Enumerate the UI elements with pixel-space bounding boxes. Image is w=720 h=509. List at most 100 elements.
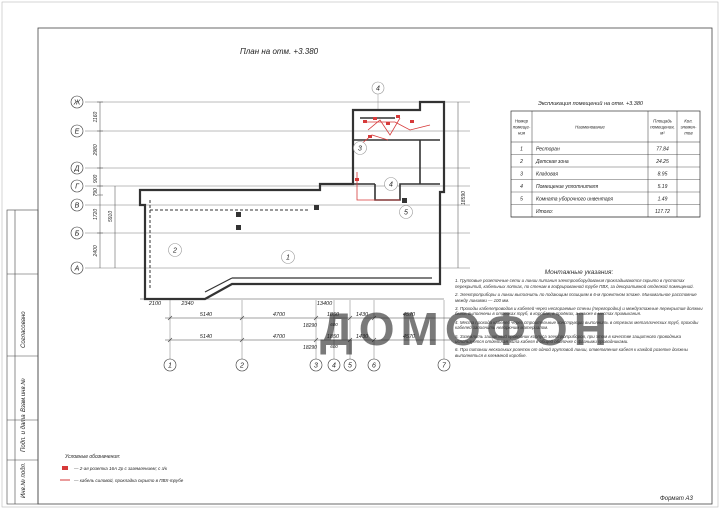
legend-symbols	[60, 466, 70, 481]
grid-col-label: 2	[239, 363, 244, 370]
notes-block: Монтажные указания: 1. Групповые розеточ…	[455, 269, 703, 358]
grid-col-bubble	[163, 358, 177, 372]
table-total-label: Итого:	[536, 209, 554, 215]
table-header: Наименование	[575, 125, 605, 130]
table-cell-area: 1.49	[658, 197, 668, 203]
note-item: 2. Электроприборы и линии выполнить по п…	[455, 292, 697, 303]
building-walls	[138, 100, 446, 301]
table-header: тов	[684, 131, 693, 136]
room-marker-label: 5	[404, 210, 408, 217]
dim-label: 4700	[273, 312, 286, 318]
grid-col-label: 5	[348, 363, 352, 370]
room-marker-bubble	[281, 250, 295, 264]
columns	[236, 198, 407, 230]
dim-label: 2340	[180, 301, 194, 307]
dim-label: 4700	[273, 334, 286, 340]
grid-col-label: 3	[314, 363, 318, 370]
socket-symbols	[355, 115, 414, 181]
table-header: помещения,	[650, 125, 674, 130]
stamp-label-1: Инв.№ подл.	[20, 462, 27, 498]
grid-col-label: 7	[442, 363, 447, 370]
room-marker-label: 2	[172, 248, 177, 255]
dim-label: 18590	[461, 191, 467, 205]
grid-col-label: 6	[372, 363, 376, 370]
dim-label: 5140	[200, 334, 213, 340]
dim-label: 900	[93, 174, 99, 183]
room-marker-bubble	[384, 177, 398, 191]
dim-label: 1850	[327, 334, 340, 340]
grid-row-label: Ж	[73, 100, 81, 107]
table-cell-num: 5	[520, 197, 523, 203]
grid-row-bubble	[70, 179, 84, 193]
dim-label: 1720	[93, 209, 99, 220]
left-stamp	[6, 209, 39, 505]
dim-label: 4570	[403, 334, 416, 340]
room-marker-label: 3	[358, 146, 362, 153]
grid-col-bubble	[437, 358, 451, 372]
grid-row-label: В	[75, 203, 80, 210]
table-cell-area: 8.95	[658, 172, 668, 178]
note-item: 5. Заземлить защитный проводник корпуса …	[455, 333, 682, 345]
table-cell-num: 1	[520, 147, 523, 153]
table-cell-name: Детская зона	[535, 159, 569, 165]
table-header: элемен-	[681, 125, 697, 130]
grid-row-bubble	[70, 124, 84, 138]
dim-small: 600	[330, 344, 338, 349]
table-cell-area: 24.25	[655, 159, 669, 165]
dim-label: 2980	[93, 144, 99, 156]
dim-tick	[371, 337, 377, 343]
table-cell-area: 5.19	[658, 184, 668, 190]
dim-tick	[167, 315, 173, 321]
table-header: м²	[660, 131, 665, 136]
table-cell-name: Кладовая	[536, 172, 558, 178]
grid-row-label: А	[74, 266, 80, 273]
table-cell-num: 2	[519, 159, 523, 165]
grid-row-bubble	[70, 261, 84, 275]
dim-label: 5910	[108, 211, 114, 222]
grid-row-bubble	[70, 198, 84, 212]
table-header: ния	[518, 131, 526, 136]
dim-label: 1850	[327, 312, 340, 318]
dim-label: 4570	[403, 312, 416, 318]
table-cell-name: Комната уборочного инвентаря	[536, 197, 613, 203]
grid-col-bubble	[327, 358, 341, 372]
dim-total: 18290	[303, 323, 317, 329]
stamp-label-3: Взам.инв.№	[20, 378, 27, 412]
outer-wall	[138, 100, 446, 301]
grid-row-label: Б	[75, 231, 80, 238]
dim-tick	[239, 315, 245, 321]
room-marker-bubble	[168, 243, 182, 257]
dim-total: 18290	[303, 345, 317, 351]
dim-tick	[313, 337, 319, 343]
drawing-frame	[37, 27, 713, 505]
dim-label: 5140	[200, 312, 213, 318]
grid-col-bubble	[235, 358, 249, 372]
stamp-label-4: Согласовано	[21, 311, 27, 348]
note-item: 6. При питании нескольких розеток от одн…	[455, 347, 688, 358]
legend-item-2: — кабель силовой, прокладка скрыто в ПВХ…	[73, 477, 184, 483]
grid-col-label: 4	[332, 363, 336, 370]
explication-title: Экспликация помещений на отм. +3.380	[538, 100, 644, 107]
legend-item-1: — 2-ая розетка 16А 2р с заземлением; с з…	[73, 466, 168, 471]
grid-row-label: Е	[75, 129, 80, 136]
grid-col-label: 1	[168, 363, 172, 370]
legend-socket-icon	[62, 466, 68, 470]
dim-tick	[347, 337, 353, 343]
table-header: Кол.	[684, 119, 692, 124]
grid-col-bubble	[367, 358, 381, 372]
grid-row-label: Д	[74, 166, 80, 173]
dim-label: 2400	[93, 245, 99, 257]
table-header: помеще-	[513, 125, 531, 130]
dim-small: 600	[330, 322, 338, 327]
inner-partition-2	[149, 200, 310, 290]
grid-col-bubble	[309, 358, 323, 372]
dim-label: 1430	[356, 334, 369, 340]
dim-label: 13400	[317, 301, 333, 307]
grid-col-bubble	[371, 81, 385, 95]
dim-tick	[167, 337, 173, 343]
watermark: ДОМОФОН	[320, 303, 613, 355]
